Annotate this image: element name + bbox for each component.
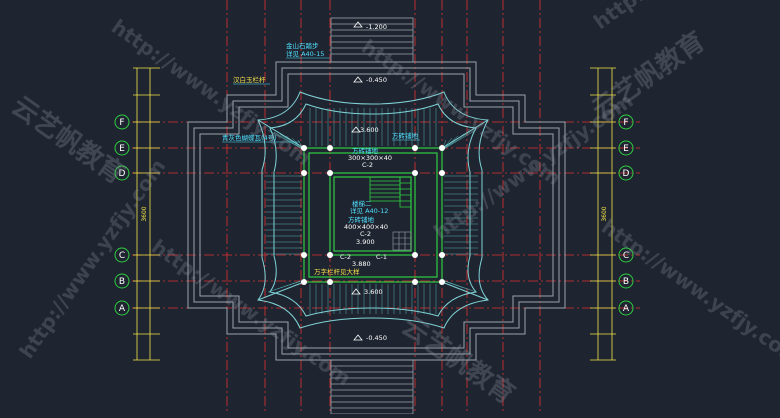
axis-label-e-right: E xyxy=(623,144,629,154)
axis-label-f-right: F xyxy=(623,118,628,128)
top-stair xyxy=(330,17,414,63)
column-post xyxy=(412,252,418,258)
axis-bubbles-right xyxy=(618,114,634,316)
watermark-url-3: http://www.yzfjy.com xyxy=(589,0,780,34)
c2-label-3: C-2 xyxy=(340,253,351,261)
elev-top-text: -1.200 xyxy=(366,23,387,31)
elev-3600-bottom: 3.600 xyxy=(364,288,383,296)
roof-tile-note: 青灰色蝴蝶瓦(4号) xyxy=(222,133,277,142)
column-post xyxy=(412,279,418,285)
elev-top2-text: -0.450 xyxy=(366,76,387,84)
roof-hatch-line xyxy=(441,131,471,151)
column-post xyxy=(439,170,445,176)
roof-ridges xyxy=(257,119,489,301)
elev-3900: 3.900 xyxy=(356,238,375,246)
column-post xyxy=(412,145,418,151)
dimension-left-text: 3600 xyxy=(141,206,148,221)
elev-3600-top: 3.600 xyxy=(360,126,379,134)
platform-outline xyxy=(187,61,566,361)
axis-label-d-right: D xyxy=(623,169,630,179)
column-post xyxy=(301,252,307,258)
watermark-url-6: http://www.yzfjy.com xyxy=(14,155,170,363)
watermark-brand-1: 云艺帆教育 xyxy=(6,90,130,190)
tile-grid xyxy=(392,231,412,251)
column-post xyxy=(327,252,333,258)
floor-tile-top: 方砖铺地 xyxy=(392,131,419,140)
axis-label-e-left: E xyxy=(119,144,125,154)
watermark-url-7: http://www.yzfjy.com xyxy=(597,214,780,370)
column-posts xyxy=(301,145,445,285)
elev-bottom: -0.450 xyxy=(366,334,387,342)
inner-stair xyxy=(369,176,412,208)
axis-labels: F E D C B A F E D C B A xyxy=(119,118,630,314)
axis-label-a-right: A xyxy=(623,304,630,314)
railing-label: 汉白玉栏杆 xyxy=(233,75,266,84)
elevation-markers xyxy=(351,21,363,341)
roof-hatch-line xyxy=(273,131,305,151)
c1-label: C-1 xyxy=(376,253,387,261)
column-post xyxy=(327,279,333,285)
floor-tile-low: 方砖铺地 xyxy=(348,215,375,224)
axis-label-a-left: A xyxy=(119,304,126,314)
dimension-right xyxy=(590,67,616,361)
tile-spec-1: 300×300×40 xyxy=(348,154,392,162)
column-post xyxy=(327,145,333,151)
axis-label-c-left: C xyxy=(119,251,125,261)
c2-label-2: C-2 xyxy=(360,230,371,238)
elev-3880: 3.880 xyxy=(352,260,371,268)
c2-label-1: C-2 xyxy=(362,161,373,169)
dimension-right-text: 3600 xyxy=(601,206,608,221)
stair-ref: 详见 A40-12 xyxy=(350,206,388,215)
axis-label-b-left: B xyxy=(119,277,125,287)
stone-step-label: 金山石踏步 xyxy=(286,41,319,50)
axis-label-b-right: B xyxy=(623,277,629,287)
bottom-stair xyxy=(330,359,414,415)
column-post xyxy=(327,170,333,176)
tile-spec-2: 400×400×40 xyxy=(344,223,388,231)
roof-hatch xyxy=(266,108,478,314)
axis-label-f-left: F xyxy=(119,118,124,128)
roof-hatch-line xyxy=(441,129,477,151)
floor-tile-mid: 方砖铺地 xyxy=(352,146,379,155)
watermark-url-4: http://www.yzfjy.com xyxy=(147,234,355,390)
column-post xyxy=(412,170,418,176)
dimension-left xyxy=(133,67,160,361)
column-post xyxy=(439,252,445,258)
column-post xyxy=(301,170,307,176)
column-post xyxy=(301,279,307,285)
stair-label: 楼梯二 xyxy=(352,199,372,208)
stone-step-ref: 详见 A40-15 xyxy=(286,49,324,58)
column-post xyxy=(301,145,307,151)
column-post xyxy=(439,279,445,285)
column-post xyxy=(439,145,445,151)
axis-label-c-right: C xyxy=(623,251,629,261)
axis-bubbles-left xyxy=(114,114,130,316)
watermark-brand-2: 云艺帆教育 xyxy=(586,26,710,126)
wanzi-railing-label: 万字栏杆见大样 xyxy=(314,267,360,276)
watermark-url-1: http://www.yzfjy.com xyxy=(107,14,315,170)
axis-label-d-left: D xyxy=(119,169,126,179)
leader-lines xyxy=(222,57,420,143)
